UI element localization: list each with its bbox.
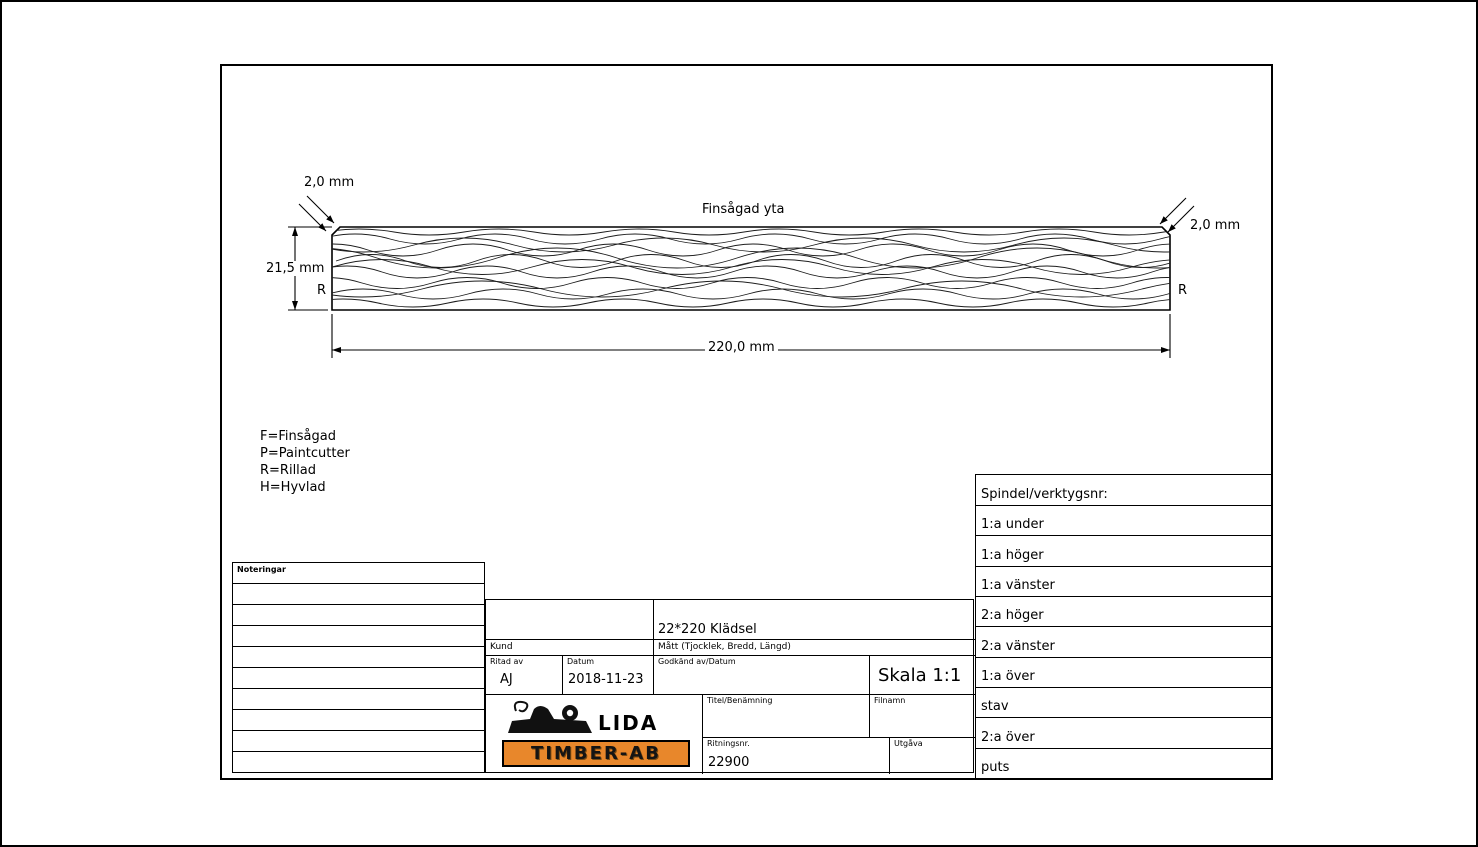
- spindle-row: 2:a över: [976, 718, 1272, 749]
- notes-row: [233, 584, 484, 605]
- spindle-row: 2:a vänster: [976, 627, 1272, 658]
- edition-cell: Utgåva: [890, 738, 975, 774]
- company-logo: LIDA TIMBER-AB: [486, 695, 703, 774]
- drawing-frame: [220, 64, 1273, 780]
- date-label: Datum: [567, 657, 595, 666]
- approved-by-label: Godkänd av/Datum: [658, 657, 736, 666]
- chamfer-left-dimension-label: 2,0 mm: [304, 175, 355, 190]
- notes-row: [233, 605, 484, 626]
- product-name: 22*220 Klädsel: [658, 622, 757, 637]
- drawing-number-value: 22900: [708, 755, 750, 770]
- notes-row: [233, 752, 484, 772]
- product-cell: 22*220 Klädsel: [654, 600, 975, 640]
- drawn-by-label: Ritad av: [490, 657, 524, 666]
- drawn-by-cell: Ritad av AJ: [486, 656, 563, 695]
- spindle-table-header: Spindel/verktygsnr:: [976, 475, 1272, 506]
- edge-code-left-label: R: [317, 283, 327, 298]
- notes-row: [233, 647, 484, 668]
- hand-plane-icon: [508, 700, 592, 733]
- legend-line: P=Paintcutter: [260, 446, 350, 461]
- notes-box: Noteringar: [232, 562, 485, 773]
- notes-row: [233, 731, 484, 752]
- approved-by-cell: Godkänd av/Datum: [654, 656, 870, 695]
- drawn-by-value: AJ: [500, 672, 513, 687]
- spindle-row: 1:a över: [976, 658, 1272, 688]
- logo-banner: TIMBER-AB: [502, 740, 690, 767]
- spindle-row: puts: [976, 749, 1272, 779]
- width-dimension-label: 220,0 mm: [705, 340, 778, 355]
- legend-line: F=Finsågad: [260, 429, 336, 444]
- dimensions-cell: Mått (Tjocklek, Bredd, Längd): [654, 640, 975, 656]
- spindle-row: 1:a vänster: [976, 567, 1272, 597]
- title-designation-label: Titel/Benämning: [707, 696, 773, 705]
- filename-label: Filnamn: [874, 696, 906, 705]
- logo-name-top: LIDA: [598, 711, 659, 735]
- thickness-dimension-label: 21,5 mm: [263, 261, 328, 276]
- chamfer-right-dimension-label: 2,0 mm: [1190, 218, 1241, 233]
- notes-row: [233, 668, 484, 689]
- legend-line: H=Hyvlad: [260, 480, 326, 495]
- scale-value: Skala 1:1: [878, 665, 962, 686]
- notes-label: Noteringar: [237, 565, 286, 574]
- spindle-row: 1:a under: [976, 506, 1272, 537]
- spindle-row: 1:a höger: [976, 536, 1272, 567]
- surface-finish-label: Finsågad yta: [702, 202, 785, 217]
- notes-row: [233, 710, 484, 731]
- customer-cell: Kund: [486, 640, 654, 656]
- surface-code-legend: F=Finsågad P=Paintcutter R=Rillad H=Hyvl…: [260, 428, 350, 496]
- title-block-empty-cell: [486, 600, 654, 640]
- date-cell: Datum 2018-11-23: [563, 656, 654, 695]
- notes-row: Noteringar: [233, 563, 484, 584]
- spindle-row: stav: [976, 688, 1272, 719]
- edge-code-right-label: R: [1178, 283, 1188, 298]
- drawing-number-label: Ritningsnr.: [707, 739, 750, 748]
- date-value: 2018-11-23: [568, 672, 644, 687]
- legend-line: R=Rillad: [260, 463, 317, 478]
- title-designation-cell: Titel/Benämning: [703, 695, 870, 738]
- drawing-number-cell: Ritningsnr. 22900: [703, 738, 890, 774]
- spindle-tool-table: Spindel/verktygsnr: 1:a under 1:a höger …: [975, 474, 1272, 779]
- spindle-row: 2:a höger: [976, 597, 1272, 628]
- edition-label: Utgåva: [894, 739, 923, 748]
- wood-grain-pattern: [332, 228, 1170, 308]
- notes-row: [233, 689, 484, 710]
- logo-name-banner: TIMBER-AB: [531, 743, 661, 764]
- scale-cell: Skala 1:1: [870, 656, 975, 695]
- title-block: 22*220 Klädsel Kund Mått (Tjocklek, Bred…: [485, 599, 975, 774]
- notes-row: [233, 626, 484, 647]
- filename-cell: Filnamn: [870, 695, 975, 738]
